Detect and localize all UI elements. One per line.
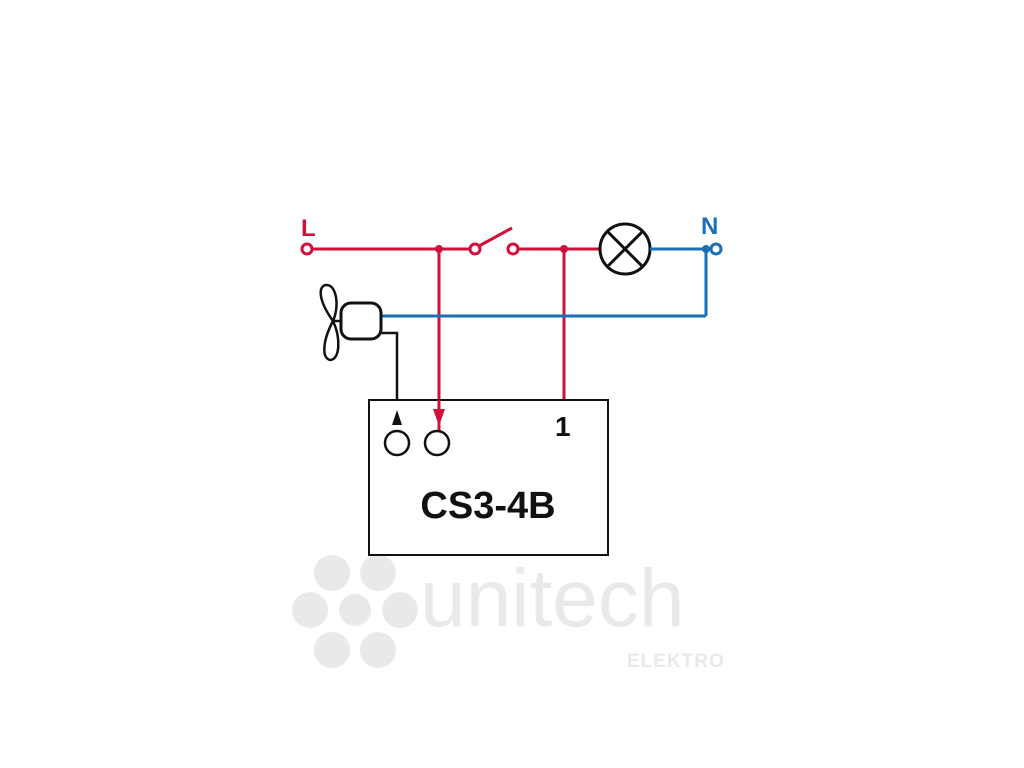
line-terminal bbox=[300, 242, 314, 256]
neutral-label: N bbox=[701, 213, 718, 240]
neutral-wiring bbox=[380, 245, 710, 318]
line-wiring bbox=[313, 245, 600, 428]
watermark-logo: unitech ELEKTRO bbox=[292, 553, 725, 672]
junction-dot bbox=[435, 245, 443, 253]
switch-icon bbox=[468, 226, 520, 256]
watermark-emblem-icon bbox=[292, 555, 418, 668]
watermark-sub: ELEKTRO bbox=[627, 651, 725, 672]
watermark-brand: unitech bbox=[420, 553, 684, 644]
fan-icon bbox=[319, 283, 383, 362]
controller-unit: 1 CS3-4B bbox=[368, 399, 609, 556]
neutral-terminal bbox=[709, 242, 723, 256]
junction-dot bbox=[560, 245, 568, 253]
junction-dot bbox=[702, 245, 710, 253]
unit-terminal-line bbox=[423, 429, 451, 457]
arrow-down-icon bbox=[433, 409, 445, 426]
lamp-icon bbox=[598, 222, 652, 276]
device-model-label: CS3-4B bbox=[420, 485, 555, 527]
unit-terminal-fan bbox=[383, 429, 411, 457]
arrow-up-icon bbox=[392, 410, 402, 425]
terminal-1-label: 1 bbox=[555, 411, 571, 442]
line-label: L bbox=[301, 215, 316, 242]
